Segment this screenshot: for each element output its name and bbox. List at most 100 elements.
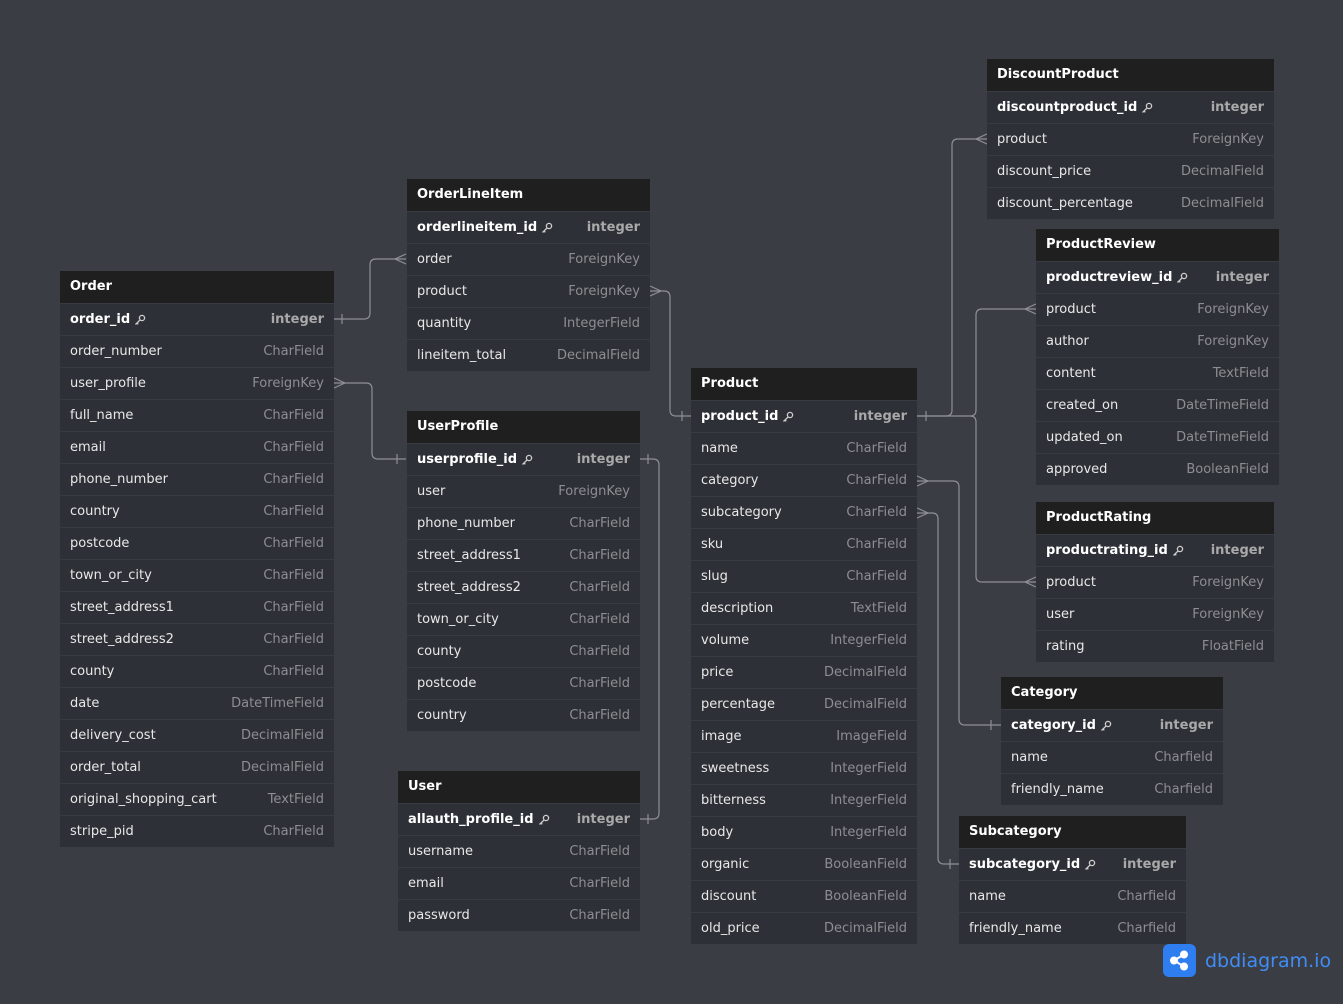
rel-userprofile-order[interactable] [334,382,406,460]
brand-logo[interactable]: dbdiagram.io [1163,944,1331,977]
rel-product-productrating[interactable] [969,415,1036,583]
field-name-text: discount [701,889,757,904]
field-type: CharField [569,908,630,923]
field-type: CharField [263,504,324,519]
rel-product-orderlineitem[interactable] [650,290,691,417]
rel-order-orderlineitem[interactable] [334,258,406,320]
field-name: created_on [1046,398,1118,413]
field-name-text: sku [701,537,724,552]
rel-subcategory-product[interactable] [917,512,959,865]
field-name-text: order_total [70,760,141,775]
rel-product-productreview[interactable] [917,308,1036,417]
field-name-text: name [1011,750,1048,765]
rel-category-product[interactable] [917,480,1001,726]
rel-user-userprofile[interactable] [640,458,660,820]
field-name: sku [701,537,723,552]
